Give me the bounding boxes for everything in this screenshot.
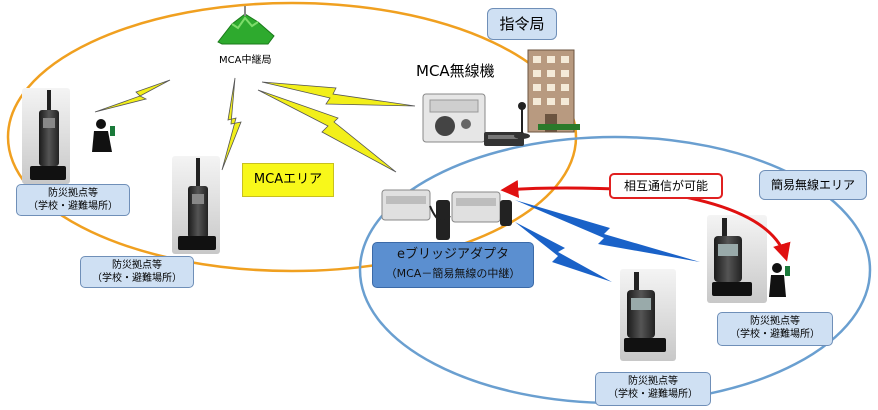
base-label-1: 防災拠点等 （学校・避難場所） [16, 184, 130, 216]
lightning-relay-to-console [261, 81, 416, 107]
mca-area-label: MCAエリア [242, 163, 334, 197]
base-label-line2: （学校・避難場所） [608, 389, 698, 400]
mca-area-ellipse [6, 1, 578, 273]
base-label-line2: （学校・避難場所） [92, 273, 182, 284]
lightning-relay-to-left-radio [94, 79, 171, 113]
simple-radio-area-label: 簡易無線エリア [759, 170, 867, 200]
adapter-label: eブリッジアダプタ （MCA－簡易無線の中継） [372, 242, 534, 288]
handheld-radio-icon-simple-1 [707, 215, 767, 303]
base-label-line2: （学校・避難場所） [730, 329, 820, 340]
command-station-label: 指令局 [487, 8, 557, 40]
base-label-line1: 防災拠点等 [628, 376, 678, 387]
base-label-line2: （学校・避難場所） [28, 201, 118, 212]
handheld-radio-icon-simple-2 [620, 269, 676, 361]
adapter-title: eブリッジアダプタ [397, 247, 509, 262]
handheld-radio-icon-mca-center [172, 156, 220, 254]
base-label-4: 防災拠点等 （学校・避難場所） [595, 372, 711, 406]
intercom-label: 相互通信が可能 [609, 173, 723, 199]
base-label-2: 防災拠点等 （学校・避難場所） [80, 256, 194, 288]
adapter-subtitle: （MCA－簡易無線の中継） [385, 267, 521, 280]
mca-relay-label: MCA中継局 [219, 55, 272, 66]
person-icon-right [769, 263, 790, 297]
lightning-relay-to-center-radio [221, 77, 242, 171]
base-label-line1: 防災拠点等 [48, 188, 98, 199]
base-label-line1: 防災拠点等 [112, 260, 162, 271]
person-icon-left [92, 119, 115, 152]
bridge-adapter-icon [381, 189, 512, 240]
building-icon [527, 49, 580, 133]
mca-radio-label: MCA無線機 [416, 62, 495, 80]
base-label-3: 防災拠点等 （学校・避難場所） [717, 312, 833, 346]
mca-lightning-bolts [94, 77, 416, 173]
base-label-line1: 防災拠点等 [750, 316, 800, 327]
lightning-relay-to-adapter [257, 89, 397, 173]
desk-console-icon [422, 93, 524, 146]
microphone-icon [514, 102, 530, 139]
handheld-radio-icon-mca-left [22, 88, 70, 184]
lightning-adapter-to-radio-1 [515, 200, 700, 262]
mountain-relay-icon [217, 6, 275, 45]
